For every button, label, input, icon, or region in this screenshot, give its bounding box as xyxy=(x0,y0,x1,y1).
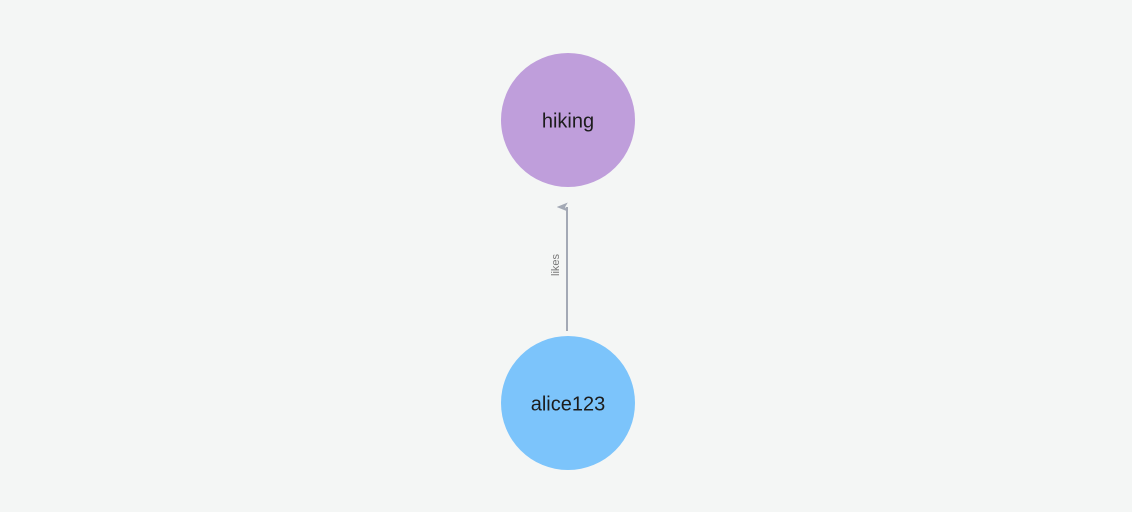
edge-likes[interactable]: likes xyxy=(550,202,568,331)
node-circle-hiking[interactable] xyxy=(501,53,635,187)
node-label-alice123: alice123 xyxy=(531,393,606,415)
node-label-hiking: hiking xyxy=(542,110,594,132)
node-hiking[interactable]: hiking xyxy=(501,53,635,187)
node-circle-alice123[interactable] xyxy=(501,336,635,470)
edge-label-likes: likes xyxy=(550,254,562,277)
node-alice123[interactable]: alice123 xyxy=(501,336,635,470)
